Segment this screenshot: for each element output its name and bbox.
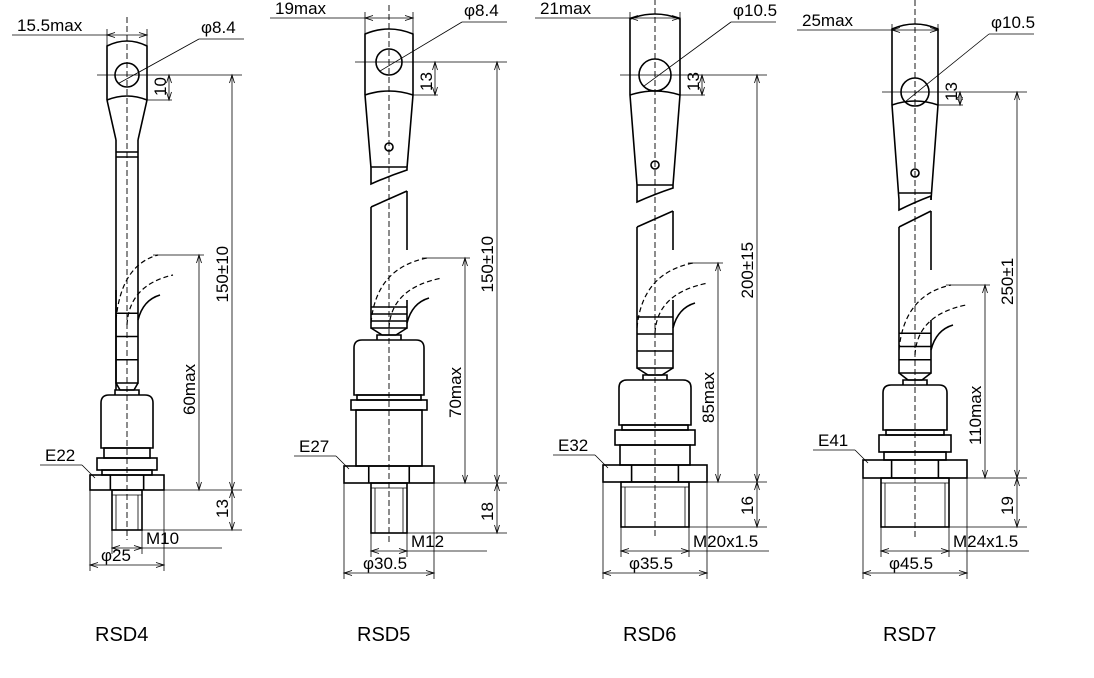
stud-length-dimension: 19 [998,496,1017,515]
base-diameter: φ30.5 [363,554,407,573]
width-dimension: 15.5max [17,16,83,35]
thread-size: M24x1.5 [953,532,1018,551]
length-dimension: 150±10 [213,246,232,303]
hole-diameter: φ8.4 [464,1,499,20]
base-diameter: φ45.5 [889,554,933,573]
lug-offset-dimension: 13 [942,82,961,101]
lead-dimension: 85max [699,371,718,423]
threaded-stud [370,482,408,534]
length-dimension: 150±10 [478,236,497,293]
base-diameter: φ25 [101,546,131,565]
stud-length-dimension: 18 [478,502,497,521]
stud-length-dimension: 16 [738,496,757,515]
thread-size: M20x1.5 [693,532,758,551]
device-caption: RSD7 [883,624,936,646]
hex-size: E41 [818,431,848,450]
hole-diameter: φ8.4 [201,18,236,37]
width-dimension: 21max [540,0,592,18]
thyristor-body [96,394,158,476]
lug-offset-dimension: 13 [417,72,436,91]
device-caption: RSD4 [95,624,148,646]
hex-size: E32 [558,436,588,455]
threaded-stud [111,489,143,531]
width-dimension: 25max [802,11,854,30]
lug-offset-dimension: 13 [684,72,703,91]
device-caption: RSD6 [623,624,676,646]
device-caption: RSD5 [357,624,410,646]
lead-dimension: 60max [180,363,199,415]
lug-offset-dimension: 10 [151,77,170,96]
length-dimension: 250±1 [998,258,1017,305]
lead-dimension: 110max [966,385,985,445]
threaded-stud [880,477,950,528]
hole-diameter: φ10.5 [733,1,777,20]
width-dimension: 19max [275,0,327,18]
hex-size: E27 [299,437,329,456]
hole-diameter: φ10.5 [991,13,1035,32]
length-dimension: 200±15 [738,242,757,299]
hex-size: E22 [45,446,75,465]
threaded-stud [620,481,690,528]
thread-size: M10 [146,529,179,548]
lead-dimension: 70max [446,366,465,418]
base-diameter: φ35.5 [629,554,673,573]
stud-length-dimension: 13 [213,499,232,518]
thread-size: M12 [411,532,444,551]
